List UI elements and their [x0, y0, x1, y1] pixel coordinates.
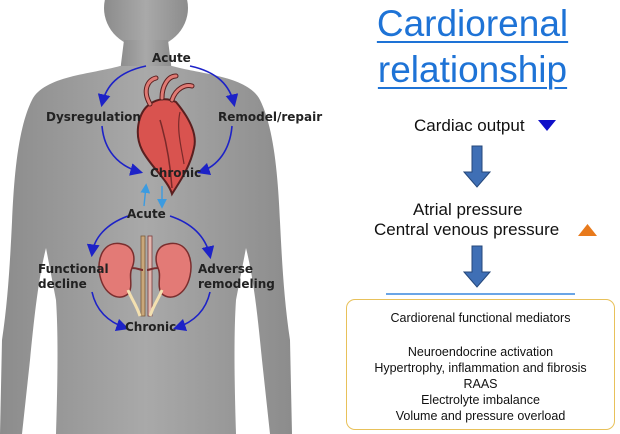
- kidney-cycle-bottom-label: Chronic: [125, 320, 177, 334]
- kidney-cycle-arrows: [86, 215, 215, 332]
- link-arrows: [140, 183, 167, 209]
- flow-arrow-2: [462, 245, 492, 288]
- title-line-2: relationship: [377, 49, 568, 90]
- up-triangle-icon: [578, 224, 597, 236]
- heart-cycle-right-label: Remodel/repair: [218, 110, 323, 124]
- mediator-item: RAAS: [463, 377, 498, 391]
- kidney-cycle-left-label: Functional decline: [38, 262, 109, 292]
- kidney-cycle-left-label-line2: decline: [38, 277, 87, 291]
- kidney-cycle-top-label: Acute: [127, 207, 166, 221]
- mediator-item: Neuroendocrine activation: [407, 345, 554, 359]
- kidney-cycle-right-label-line1: Adverse: [198, 262, 254, 276]
- kidney-icon: [98, 235, 192, 317]
- mediators-heading: Cardiorenal functional mediators: [390, 311, 571, 325]
- heart-cycle-bottom-label: Chronic: [150, 166, 202, 180]
- heart-cycle-arrows: [97, 65, 239, 176]
- mediator-item: Volume and pressure overload: [395, 409, 566, 423]
- flow-arrow-1: [462, 145, 492, 188]
- down-triangle-icon: [538, 120, 556, 131]
- cardiac-output-label: Cardiac output: [414, 116, 525, 135]
- heart-cycle-top-label: Acute: [152, 51, 191, 65]
- mediators-box: Cardiorenal functional mediators Neuroen…: [346, 299, 615, 430]
- kidney-cycle-left-label-line1: Functional: [38, 262, 109, 276]
- mediator-item: Hypertrophy, inflammation and fibrosis: [374, 361, 587, 375]
- atrial-pressure-label: Atrial pressure: [413, 200, 523, 219]
- heart-icon: [136, 73, 196, 197]
- mediator-item: Electrolyte imbalance: [421, 393, 540, 407]
- kidney-cycle-right-label-line2: remodeling: [198, 277, 275, 291]
- heart-cycle-left-label: Dysregulation: [46, 110, 141, 124]
- title-line-1: Cardiorenal: [376, 3, 569, 44]
- body-silhouette: [0, 0, 292, 434]
- central-venous-pressure-label: Central venous pressure: [374, 220, 560, 239]
- kidney-cycle-right-label: Adverse remodeling: [198, 262, 275, 292]
